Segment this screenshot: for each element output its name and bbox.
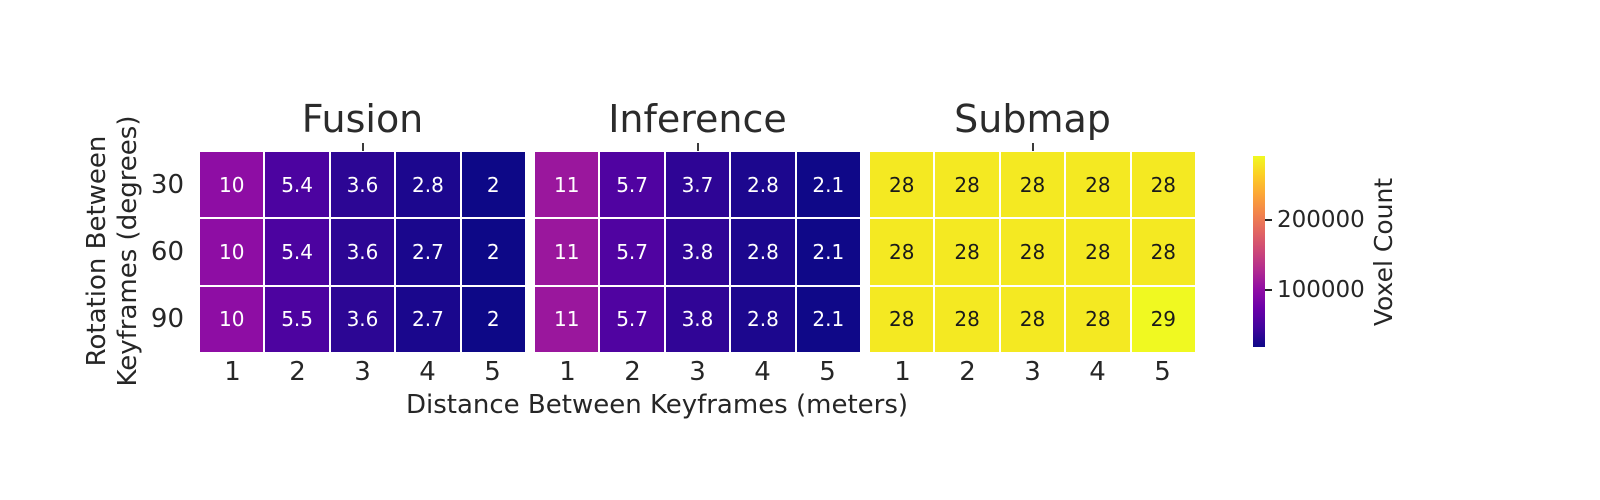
x-tick-label: 3 xyxy=(354,357,371,387)
heatmap-cell: 2 xyxy=(461,219,525,285)
x-tick-label: 3 xyxy=(1024,357,1041,387)
heatmap-cell: 5.7 xyxy=(600,286,664,352)
x-tick-label: 2 xyxy=(624,357,641,387)
heatmap-cell: 5.7 xyxy=(600,152,664,218)
heatmap-cell: 3.8 xyxy=(665,286,730,352)
heatmap-cell: 3.6 xyxy=(330,219,395,285)
heatmap-cell: 2 xyxy=(461,152,525,218)
heatmap-cell: 2.7 xyxy=(396,286,460,352)
heatmap-cell: 5.4 xyxy=(265,152,329,218)
y-tick-label: 90 xyxy=(150,304,184,335)
heatmap-cell: 29 xyxy=(1131,286,1195,352)
heatmap-cell: 28 xyxy=(1066,286,1130,352)
heatmap-cell: 28 xyxy=(1000,219,1065,285)
colorbar-tick-label: 200000 xyxy=(1277,206,1365,233)
subplot-title-fusion: Fusion xyxy=(301,97,424,141)
x-tick-label: 5 xyxy=(484,357,501,387)
y-axis-label-line1: Rotation Between xyxy=(82,135,112,367)
heatmap-cell: 28 xyxy=(935,219,999,285)
x-tick-labels: 1 2 3 4 5 xyxy=(200,357,525,391)
subplot-top-tick xyxy=(1031,143,1034,151)
x-tick-labels: 1 2 3 4 5 xyxy=(535,357,860,391)
heatmap-cell: 28 xyxy=(1066,219,1130,285)
heatmap-cell: 3.6 xyxy=(330,286,395,352)
heatmap-cell: 28 xyxy=(1131,219,1195,285)
heatmap-cell: 3.7 xyxy=(665,152,730,218)
heatmap-cell: 10 xyxy=(200,152,264,218)
heatmap-cell: 2.1 xyxy=(796,219,860,285)
heatmap-cell: 28 xyxy=(870,219,934,285)
heatmap-cell: 3.8 xyxy=(665,219,730,285)
colorbar-gradient xyxy=(1253,156,1265,347)
heatmap-cell: 5.4 xyxy=(265,219,329,285)
heatmap-cell: 10 xyxy=(200,219,264,285)
subplot-top-tick xyxy=(696,143,699,151)
x-tick-label: 1 xyxy=(894,357,911,387)
heatmap-cell: 28 xyxy=(1000,152,1065,218)
x-tick-label: 1 xyxy=(224,357,241,387)
y-tick-label: 60 xyxy=(150,237,184,267)
heatmap-cell: 2 xyxy=(461,286,525,352)
x-tick-label: 2 xyxy=(959,357,976,387)
heatmap-cell: 2.8 xyxy=(731,219,795,285)
x-tick-label: 5 xyxy=(1154,357,1171,387)
heatmap-cell: 11 xyxy=(535,219,599,285)
heatmap-cell: 2.1 xyxy=(796,286,860,352)
x-axis-label: Distance Between Keyframes (meters) xyxy=(405,390,909,420)
colorbar-tick-mark xyxy=(1265,218,1272,221)
heatmap-cell: 28 xyxy=(1000,286,1065,352)
x-tick-label: 2 xyxy=(289,357,306,387)
y-tick-label: 30 xyxy=(150,169,184,200)
heatmap-cell: 28 xyxy=(1066,152,1130,218)
x-tick-labels: 1 2 3 4 5 xyxy=(870,357,1195,391)
heatmap-cell: 11 xyxy=(535,152,599,218)
heatmap-cell: 11 xyxy=(535,286,599,352)
heatmap-cell: 2.7 xyxy=(396,219,460,285)
colorbar-label: Voxel Count xyxy=(1369,177,1398,327)
heatmap-cell: 5.7 xyxy=(600,219,664,285)
heatmap-cell: 2.8 xyxy=(731,286,795,352)
colorbar-tick-label: 100000 xyxy=(1277,277,1365,304)
heatmap-cell: 2.8 xyxy=(396,152,460,218)
heatmap-cell: 10 xyxy=(200,286,264,352)
heatmap-cell: 28 xyxy=(870,286,934,352)
x-tick-label: 4 xyxy=(419,357,436,387)
colorbar xyxy=(1253,156,1265,347)
heatmap-cell: 28 xyxy=(935,152,999,218)
x-tick-label: 5 xyxy=(819,357,836,387)
heatmap-cell: 28 xyxy=(935,286,999,352)
heatmap-cell: 28 xyxy=(870,152,934,218)
heatmap-cell: 28 xyxy=(1131,152,1195,218)
subplot-title-submap: Submap xyxy=(954,97,1111,141)
colorbar-tick-mark xyxy=(1265,289,1272,292)
x-tick-label: 3 xyxy=(689,357,706,387)
heatmap-cell: 5.5 xyxy=(265,286,329,352)
subplot-top-tick xyxy=(361,143,364,151)
heatmap-cell: 2.8 xyxy=(731,152,795,218)
x-tick-label: 4 xyxy=(1089,357,1106,387)
x-tick-label: 4 xyxy=(754,357,771,387)
x-tick-label: 1 xyxy=(559,357,576,387)
subplot-title-inference: Inference xyxy=(608,97,787,141)
heatmap-cell: 3.6 xyxy=(330,152,395,218)
heatmap-cell: 2.1 xyxy=(796,152,860,218)
